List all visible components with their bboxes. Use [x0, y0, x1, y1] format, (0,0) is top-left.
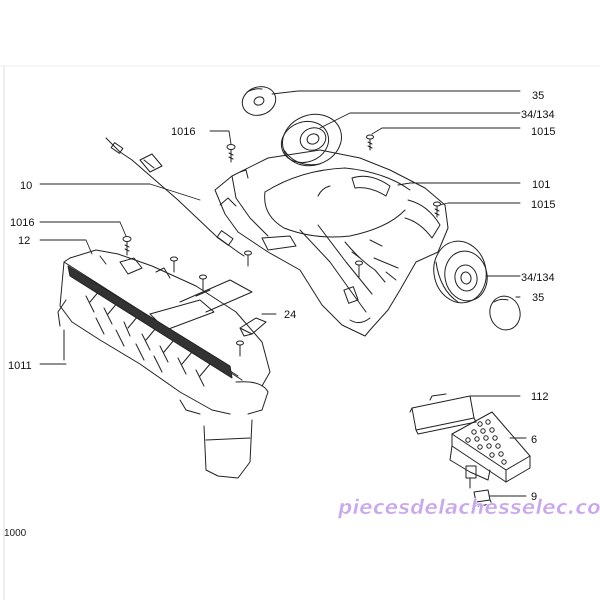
screw-1016-left: [122, 236, 132, 256]
part-10-cable-assembly: [105, 137, 245, 257]
part-112-plate: [409, 393, 477, 435]
label-35-bottom: 35: [532, 292, 544, 304]
label-1016-top: 1016: [171, 126, 195, 138]
label-10: 10: [20, 180, 32, 192]
part-24-pad: [239, 317, 267, 337]
label-1016-left: 1016: [10, 217, 34, 229]
label-34-134-bottom: 34/134: [521, 272, 555, 284]
screw-housing: [355, 260, 363, 278]
screw-1015-top: [366, 134, 374, 151]
screw-1016-top: [226, 144, 236, 163]
leader-lines: [39, 90, 527, 497]
part-101-main-housing: [214, 149, 449, 337]
part-34-134-wheel-top: [280, 113, 342, 167]
label-partial-bottom-left: 1000: [4, 528, 27, 539]
label-35-top: 35: [532, 90, 544, 102]
label-24: 24: [284, 309, 296, 321]
screw-brush-d: [236, 340, 244, 357]
screw-brush-c: [244, 250, 252, 267]
part-34-134-wheel-bottom: [433, 240, 488, 304]
screw-1015-mid: [433, 201, 441, 218]
label-9: 9: [531, 491, 537, 503]
part-35-cap-top: [241, 86, 277, 116]
label-101: 101: [532, 179, 550, 191]
label-12: 12: [18, 235, 30, 247]
screw-brush-a: [170, 256, 178, 273]
part-12-brush-strip: [67, 265, 233, 379]
label-34-134-top: 34/134: [521, 109, 555, 121]
label-1015-top: 1015: [531, 126, 555, 138]
label-6: 6: [531, 434, 537, 446]
part-6-filter-grille: [449, 411, 531, 489]
part-35-cap-bottom: [489, 295, 521, 331]
screw-brush-b: [199, 274, 207, 291]
label-1015-mid: 1015: [531, 199, 555, 211]
label-112: 112: [531, 391, 549, 403]
watermark-text: piecesdelachesselec.com: [337, 495, 600, 519]
part-9-clip: [473, 489, 493, 507]
label-1011: 1011: [8, 360, 32, 372]
